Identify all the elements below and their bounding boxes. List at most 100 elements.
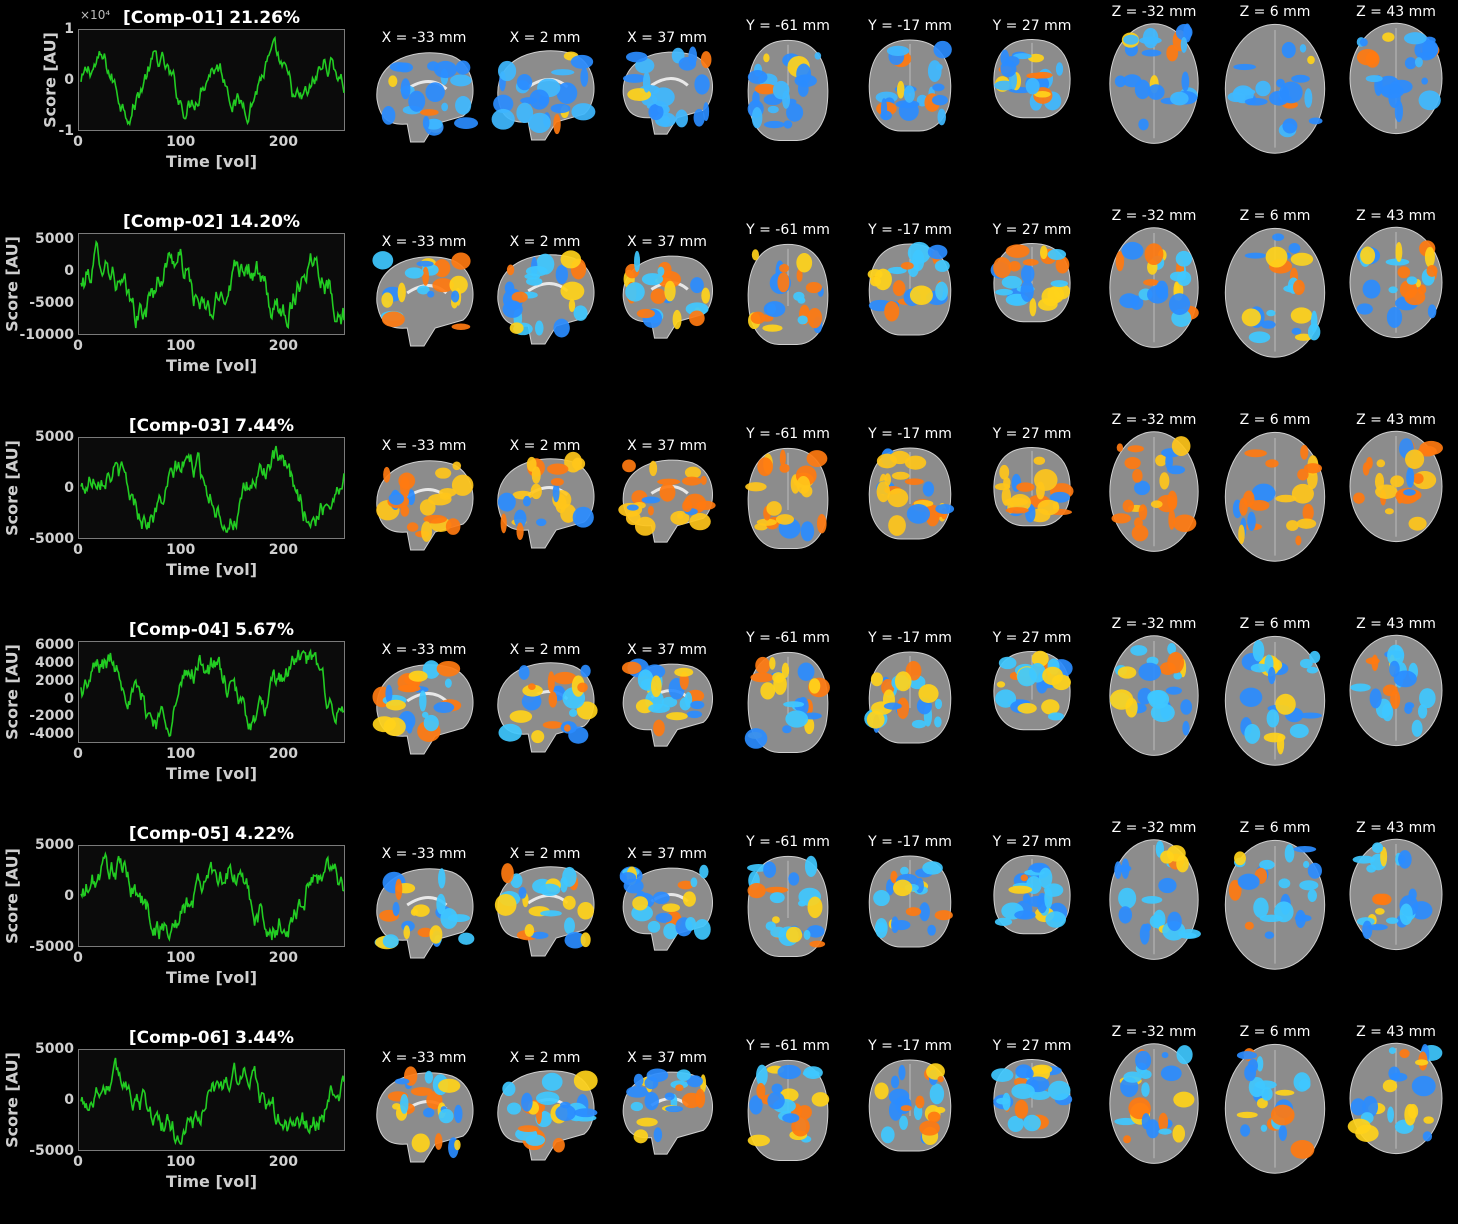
activation-blob: [1160, 1065, 1182, 1082]
activation-blob: [458, 932, 475, 945]
activation-blob: [1153, 909, 1166, 929]
activation-blob: [421, 521, 433, 542]
y-axis-label: Score [AU]: [2, 644, 22, 740]
activation-blob: [918, 684, 939, 703]
activation-blob: [1290, 307, 1313, 324]
activation-blob: [444, 678, 452, 688]
activation-blob: [541, 1072, 563, 1091]
activation-blob: [1014, 1099, 1029, 1119]
activation-blob: [919, 1120, 940, 1136]
activation-blob: [763, 120, 785, 129]
activation-blob: [937, 108, 946, 126]
activation-blob: [546, 463, 569, 475]
slice-label: Y = -61 mm: [746, 1038, 830, 1054]
activation-blob: [993, 256, 1012, 279]
activation-blob: [870, 672, 883, 687]
activation-blob: [1382, 32, 1395, 42]
slice-label: Z = -32 mm: [1111, 820, 1197, 836]
activation-blob: [702, 102, 710, 122]
activation-blob: [1366, 864, 1377, 873]
brain-slice-sagittal: [494, 863, 595, 957]
activation-blob: [695, 500, 716, 510]
activation-blob: [907, 241, 931, 264]
activation-blob: [1390, 689, 1401, 710]
activation-blob: [1362, 1095, 1379, 1118]
activation-blob: [411, 1133, 430, 1153]
activation-blob: [1372, 893, 1388, 905]
activation-blob: [1050, 280, 1068, 288]
activation-blob: [417, 285, 430, 295]
activation-blob: [755, 656, 771, 674]
activation-blob: [641, 496, 661, 504]
activation-blob: [1404, 57, 1417, 70]
activation-blob: [1421, 77, 1428, 85]
slice-label: Z = 6 mm: [1239, 616, 1311, 632]
activation-blob: [633, 250, 641, 273]
activation-blob: [1244, 252, 1267, 259]
activation-blob: [521, 1092, 533, 1112]
activation-blob: [1362, 920, 1373, 940]
y-axis-label: Score [AU]: [2, 848, 22, 944]
activation-blob: [935, 281, 949, 301]
brain-slice-axial: [1224, 1043, 1326, 1174]
activation-blob: [454, 117, 479, 129]
activation-blob: [1180, 699, 1193, 715]
x-tick-label: 100: [166, 746, 196, 762]
activation-blob: [747, 1134, 771, 1147]
activation-blob: [1306, 468, 1318, 490]
activation-blob: [1365, 75, 1383, 83]
activation-blob: [630, 1101, 644, 1112]
activation-blob: [904, 455, 927, 470]
component-title: [Comp-06] 3.44%: [128, 1028, 295, 1048]
activation-blob: [1399, 903, 1413, 926]
activation-blob: [644, 1076, 659, 1090]
activation-blob: [1415, 1059, 1429, 1066]
activation-blob: [763, 53, 770, 63]
activation-blob: [803, 1066, 823, 1079]
activation-blob: [528, 112, 551, 133]
activation-blob: [1282, 118, 1298, 134]
activation-blob: [420, 109, 439, 116]
activation-blob: [408, 670, 428, 682]
activation-blob: [506, 264, 515, 276]
brain-slice-axial: [1109, 23, 1199, 144]
activation-blob: [417, 927, 434, 938]
activation-blob: [555, 1104, 576, 1121]
timecourse-line: [80, 445, 345, 533]
slice-label: Y = -61 mm: [746, 630, 830, 646]
activation-blob: [516, 102, 534, 124]
y-tick-label: 5000: [35, 429, 74, 445]
activation-blob: [666, 712, 688, 721]
activation-blob: [915, 1095, 925, 1109]
activation-blob: [406, 522, 419, 532]
y-tick-label: -2000: [29, 708, 74, 725]
activation-blob: [657, 266, 665, 277]
activation-blob: [1238, 524, 1245, 545]
activation-blob: [909, 285, 933, 305]
activation-blob: [998, 656, 1017, 670]
activation-blob: [1403, 32, 1427, 45]
activation-blob: [1260, 1124, 1268, 1132]
activation-blob: [568, 298, 576, 312]
activation-blob: [1049, 491, 1071, 503]
activation-blob: [1422, 1131, 1433, 1142]
slice-label: Z = 43 mm: [1356, 208, 1436, 224]
activation-blob: [911, 719, 927, 729]
activation-blob: [1236, 1111, 1258, 1119]
activation-blob: [1298, 1079, 1311, 1090]
activation-blob: [454, 1139, 461, 1151]
brain-slice-coronal: [747, 39, 829, 141]
brain-slice-coronal: [993, 446, 1074, 527]
activation-blob: [1130, 645, 1148, 656]
x-tick-label: 100: [166, 950, 196, 966]
activation-blob: [1249, 499, 1270, 511]
x-tick-label: 100: [166, 338, 196, 354]
activation-blob: [1371, 654, 1379, 672]
activation-blob: [693, 918, 711, 940]
activation-blob: [1167, 911, 1182, 932]
activation-blob: [880, 1126, 895, 1144]
slice-label: Y = -17 mm: [868, 1038, 952, 1054]
slice-label: Y = -61 mm: [746, 426, 830, 442]
activation-blob: [922, 481, 935, 497]
